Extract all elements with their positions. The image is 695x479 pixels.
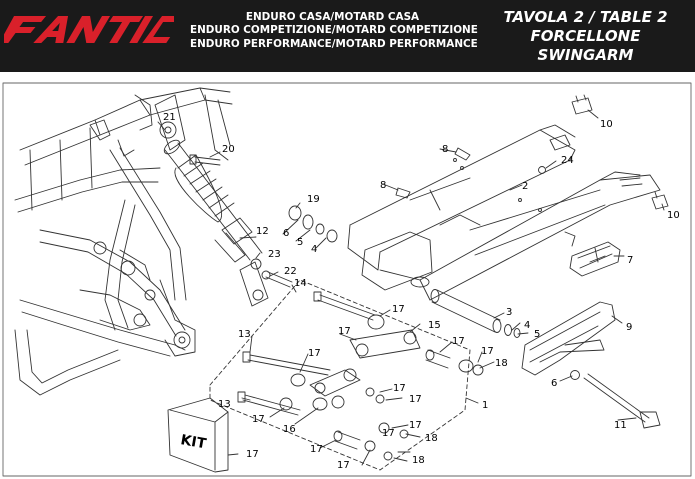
model-line: ENDURO COMPETIZIONE/MOTARD COMPETIZIONE [190,24,478,37]
callout-number: 6 [283,228,289,239]
callout-number: 3 [506,307,512,318]
callout-numbers: 21 20 19 6 5 4 12 23 22 14 8 8 2 24 10 1… [163,112,680,471]
callout-number: 6 [551,378,557,389]
callout-number: 17 [409,420,422,431]
callout-number: 17 [308,348,321,359]
callout-number: 7 [627,255,633,266]
callout-number: 24 [561,155,574,166]
callout-number: 22 [284,266,297,277]
callout-number: 12 [256,226,269,237]
callout-number: 17 [393,383,406,394]
shock-absorber [163,139,269,307]
callout-number: 2 [522,181,528,192]
callout-number: 17 [409,394,422,405]
frame-drawing [14,87,233,396]
callout-number: 15 [428,320,441,331]
callout-number: 9 [626,322,632,333]
model-list: ENDURO CASA/MOTARD CASA ENDURO COMPETIZI… [190,11,478,51]
fantic-logo [4,16,174,43]
callout-number: 17 [310,444,323,455]
callout-number: 5 [534,329,540,340]
callout-number: 8 [380,180,386,191]
callout-number: 18 [412,455,425,466]
table-number: TAVOLA 2 / TABLE 2 [503,8,668,26]
callout-number: 11 [614,420,627,431]
callout-number: 17 [452,336,465,347]
swingarm-drawing [347,124,661,301]
callout-number: 17 [481,346,494,357]
table-name-en: SWINGARM [537,46,634,64]
header-bar: ENDURO CASA/MOTARD CASA ENDURO COMPETIZI… [0,0,695,72]
model-line: ENDURO CASA/MOTARD CASA [245,11,420,23]
callout-number: 4 [524,320,530,331]
callout-number: 10 [600,119,613,130]
callout-number: 14 [294,278,307,289]
callout-number: 17 [337,460,350,471]
callout-number: 19 [307,194,320,205]
callout-number: 17 [252,414,265,425]
callout-number: 23 [268,249,281,260]
callout-number: 18 [425,433,438,444]
callout-number: 4 [311,244,317,255]
callout-number: 1 [482,400,488,411]
callout-number: 18 [495,358,508,369]
callout-number: 20 [222,144,235,155]
model-line: ENDURO PERFORMANCE/MOTARD PERFORMANCE [190,37,478,50]
callout-number: 13 [238,329,251,340]
callout-number: 10 [667,210,680,221]
callout-number: 17 [246,449,259,460]
callout-number: 17 [338,326,351,337]
callout-number: 8 [442,144,448,155]
callout-number: 17 [382,428,395,439]
table-name-it: FORCELLONE [530,27,641,45]
callout-number: 5 [297,237,303,248]
kit-label: KIT [179,432,207,452]
callout-number: 17 [392,304,405,315]
callout-number: 13 [218,399,231,410]
callout-number: 16 [283,424,296,435]
exploded-diagram: KIT 21 20 19 6 5 4 12 23 22 14 8 8 2 24 … [2,82,692,477]
callout-number: 21 [163,112,176,123]
table-title: TAVOLA 2 / TABLE 2 FORCELLONE SWINGARM [478,8,693,65]
